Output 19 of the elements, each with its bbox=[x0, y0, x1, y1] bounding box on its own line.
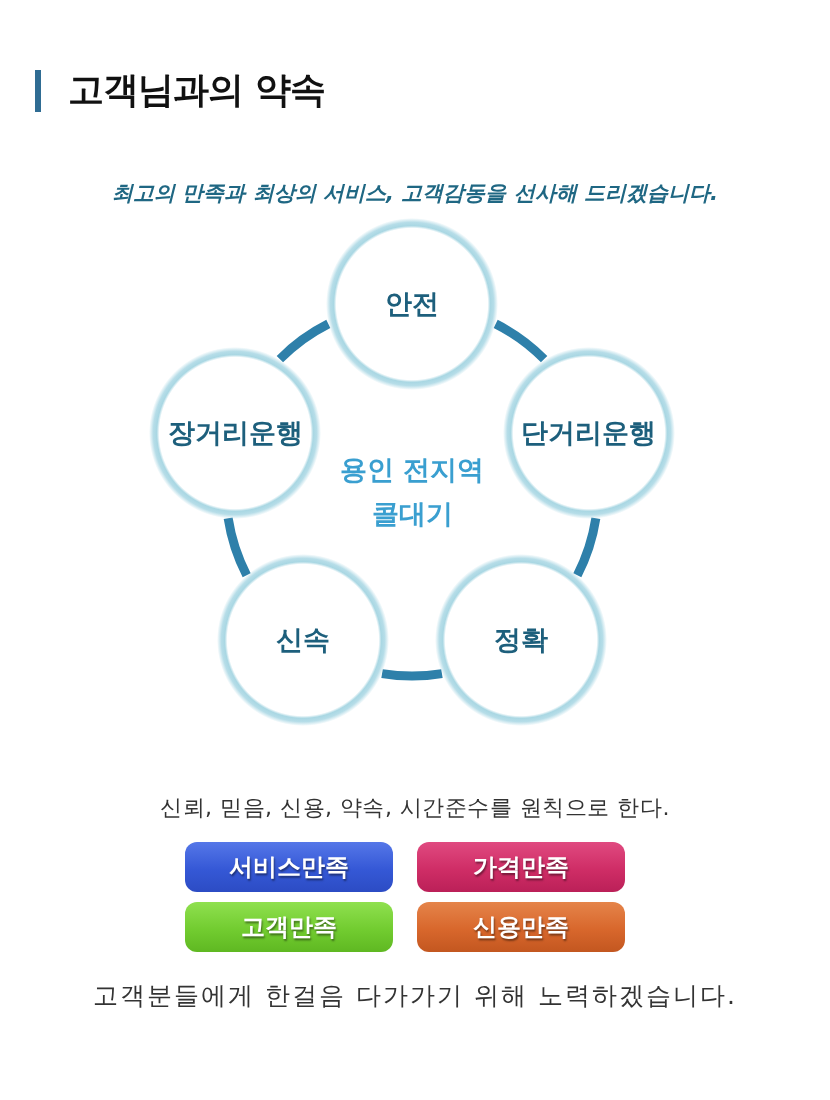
connector-arc bbox=[381, 669, 443, 681]
connector-arc bbox=[573, 517, 601, 578]
circle-label: 단거리운행 bbox=[521, 415, 657, 450]
tagline: 최고의 만족과 최상의 서비스, 고객감동을 선사해 드리겠습니다. bbox=[112, 181, 718, 205]
circle-label: 장거리운행 bbox=[167, 415, 303, 450]
satisfaction-tag: 신용만족 bbox=[417, 902, 625, 952]
satisfaction-tag: 가격만족 bbox=[417, 842, 625, 892]
connector-arc bbox=[493, 319, 548, 363]
circle-label: 정확 bbox=[494, 623, 549, 658]
circle-label: 안전 bbox=[385, 287, 439, 321]
satisfaction-tag: 고객만족 bbox=[185, 902, 393, 952]
page-title: 고객님과의 약속 bbox=[68, 68, 325, 112]
principle-text: 신뢰, 믿음, 신용, 약속, 시간준수를 원칙으로 한다. bbox=[160, 795, 670, 820]
satisfaction-tag: 서비스만족 bbox=[185, 842, 393, 892]
circle-label: 신속 bbox=[275, 623, 330, 658]
connector-arc bbox=[223, 517, 251, 578]
closing-text: 고객분들에게 한걸음 다가가기 위해 노력하겠습니다. bbox=[93, 981, 737, 1010]
connector-arc bbox=[276, 319, 331, 363]
center-caption: 용인 전지역 콜대기 bbox=[339, 454, 485, 529]
